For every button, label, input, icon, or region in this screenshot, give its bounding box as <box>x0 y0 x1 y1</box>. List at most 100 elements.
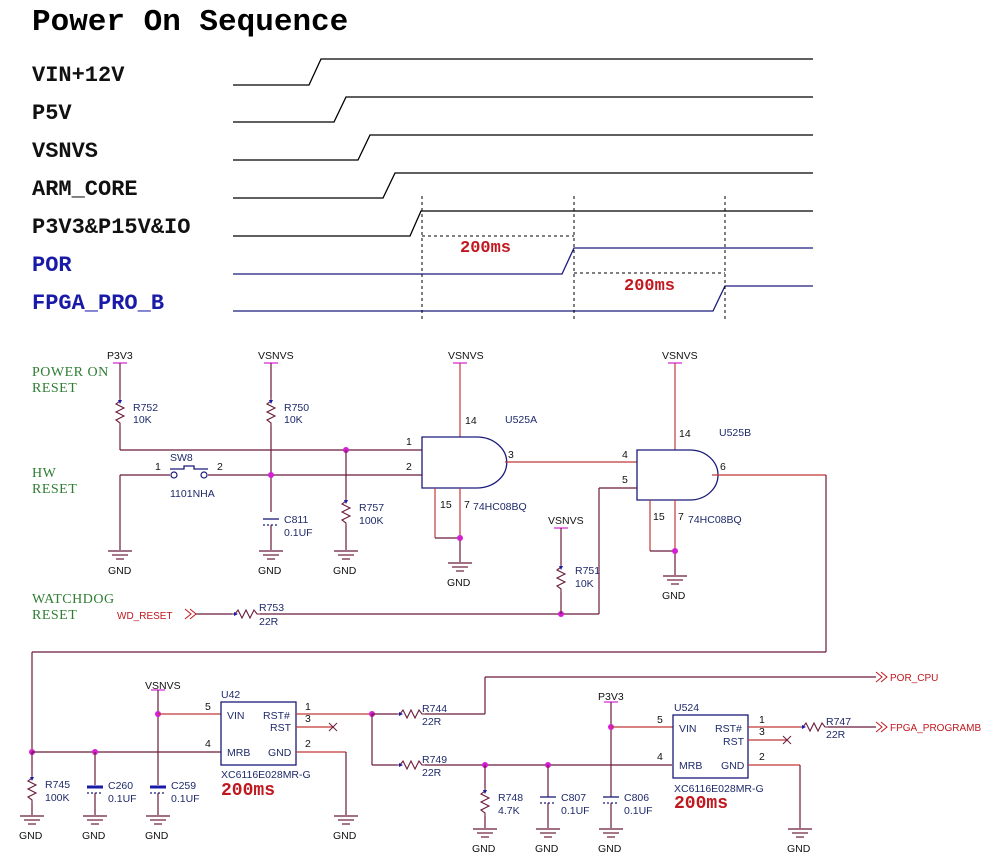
no-connect-icon-u42-rst <box>328 722 338 732</box>
signal-label-p3v3-p15v-io: P3V3&P15V&IO <box>32 215 190 240</box>
gnd-label-c259: GND <box>145 830 169 842</box>
port-arrow-fpga-programb <box>875 721 888 733</box>
delay-label-1: 200ms <box>460 239 511 258</box>
c259-ref: C259 <box>171 780 196 792</box>
port-wd-reset: WD_RESET <box>117 611 173 622</box>
u525b-pin5: 5 <box>622 474 628 486</box>
gnd-label-c811: GND <box>258 565 282 577</box>
u524-pinnum-5: 5 <box>657 714 663 726</box>
r747-value: 22R <box>826 729 846 741</box>
gnd-icon-c811 <box>258 550 284 560</box>
resistor-r750 <box>266 397 276 427</box>
gnd-icon-c806 <box>598 828 624 838</box>
u42-pinnum-2: 2 <box>305 738 311 750</box>
c260-ref: C260 <box>108 780 133 792</box>
u525a-pin3: 3 <box>508 449 514 461</box>
gnd-icon-u525a <box>447 562 473 572</box>
r745-ref: R745 <box>45 779 70 791</box>
r753-ref: R753 <box>259 602 284 614</box>
u525b-part: 74HC08BQ <box>688 514 742 526</box>
signal-label-fpga-pro-b: FPGA_PRO_B <box>32 291 164 316</box>
waveform-arm-core <box>233 172 813 199</box>
power-port-p3v3-r752: P3V3 <box>107 350 133 398</box>
r749-ref: R749 <box>422 754 447 766</box>
u524-pinnum-1: 1 <box>759 714 765 726</box>
u42-pin-vin: VIN <box>227 710 245 722</box>
u42-pinnum-5: 5 <box>205 701 211 713</box>
u525a-part: 74HC08BQ <box>473 501 527 513</box>
waveform-vin12v <box>233 58 813 86</box>
u524-delay: 200ms <box>674 794 728 814</box>
gnd-icon-u525b <box>662 575 688 585</box>
svg-text:VSNVS: VSNVS <box>448 350 484 362</box>
u525a-pin2: 2 <box>406 461 412 473</box>
gnd-label-u524: GND <box>787 843 811 855</box>
section-label-power-on-reset: RESET <box>32 381 77 396</box>
waveform-vsnvs <box>233 134 813 161</box>
signal-label-por: POR <box>32 253 72 278</box>
svg-text:VSNVS: VSNVS <box>548 515 584 527</box>
r752-ref: R752 <box>133 402 158 414</box>
sw8-ref: SW8 <box>170 452 193 464</box>
signal-label-vin12v: VIN+12V <box>32 63 125 88</box>
u524-pinnum-3: 3 <box>759 726 765 738</box>
resistor-r744 <box>396 709 426 719</box>
r757-value: 100K <box>359 515 384 527</box>
u42-pinnum-4: 4 <box>205 738 211 750</box>
svg-text:VSNVS: VSNVS <box>258 350 294 362</box>
r745-value: 100K <box>45 792 70 804</box>
gnd-label-r745: GND <box>19 830 43 842</box>
gnd-icon-c259 <box>145 815 171 825</box>
c260-value: 0.1UF <box>108 793 137 805</box>
r748-ref: R748 <box>498 792 523 804</box>
resistor-r753 <box>231 609 261 619</box>
page-title: Power On Sequence <box>32 5 348 40</box>
u525b-pin4: 4 <box>622 449 628 461</box>
r744-ref: R744 <box>422 703 447 715</box>
section-label-watchdog-reset: RESET <box>32 608 77 623</box>
section-label-power-on: POWER ON <box>32 365 109 380</box>
and-gate-u525a: VSNVS <box>421 350 638 562</box>
gnd-label-r748: GND <box>472 843 496 855</box>
c811-value: 0.1UF <box>284 527 313 539</box>
gnd-icon-sw8 <box>107 550 133 560</box>
gnd-label-c260: GND <box>82 830 106 842</box>
u525a-pin1: 1 <box>406 436 412 448</box>
waveform-por <box>233 247 813 275</box>
port-arrow-por-cpu <box>875 671 888 683</box>
signal-label-p5v: P5V <box>32 101 72 126</box>
u524-pinnum-2: 2 <box>759 751 765 763</box>
r751-value: 10K <box>575 578 594 590</box>
u42-delay: 200ms <box>221 781 275 801</box>
resistor-r752 <box>115 397 125 427</box>
c806-value: 0.1UF <box>624 805 653 817</box>
u525a-pin7: 7 <box>464 499 470 511</box>
u42-pin-mrb: MRB <box>227 747 250 759</box>
gnd-label-sw8: GND <box>108 565 132 577</box>
u525a-pin15: 15 <box>440 499 452 511</box>
waveform-p3v3-p15v-io <box>233 210 813 237</box>
sw8-value: 1101NHA <box>170 488 215 500</box>
delay-label-2: 200ms <box>624 277 675 296</box>
r744-value: 22R <box>422 716 442 728</box>
resistor-r747 <box>799 722 829 732</box>
u524-part: XC6116E028MR-G <box>674 783 764 795</box>
capacitor-c806 <box>602 796 620 804</box>
timing-diagram: VIN+12V P5V VSNVS ARM_CORE P3V3&P15V&IO … <box>32 58 813 322</box>
power-port-p3v3-u524: P3V3 <box>598 691 624 797</box>
gnd-icon-c260 <box>82 815 108 825</box>
section-label-hw: HW <box>32 466 57 481</box>
capacitor-c811 <box>262 518 280 526</box>
u525a-pin14: 14 <box>465 415 477 427</box>
u525b-pin6: 6 <box>720 461 726 473</box>
c259-value: 0.1UF <box>171 793 200 805</box>
r749-value: 22R <box>422 767 442 779</box>
r757-ref: R757 <box>359 502 384 514</box>
gnd-label-r757: GND <box>333 565 357 577</box>
gnd-label-c806: GND <box>598 843 622 855</box>
resistor-r749 <box>396 760 426 770</box>
gnd-icon-u524 <box>787 828 813 838</box>
ic-u42 <box>220 701 297 766</box>
u525a-ref: U525A <box>505 414 537 426</box>
